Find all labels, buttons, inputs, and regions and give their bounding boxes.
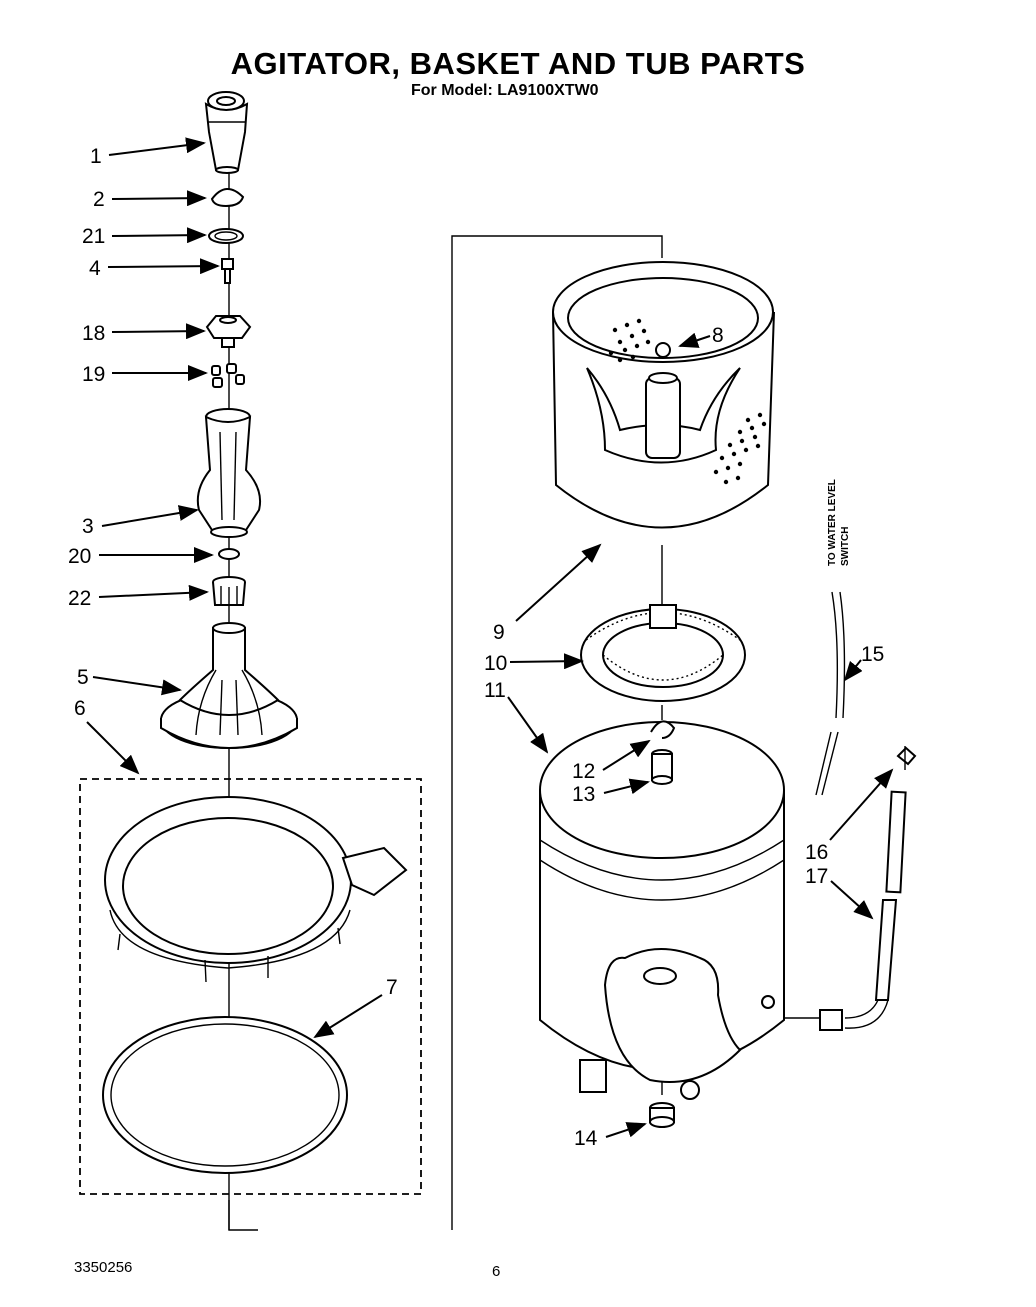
callout-3: 3 bbox=[82, 515, 94, 538]
part-clip bbox=[650, 720, 676, 739]
callout-6: 6 bbox=[74, 697, 86, 720]
part-gasket bbox=[102, 1016, 348, 1174]
part-coupling bbox=[212, 576, 246, 606]
part-agitator-cap bbox=[204, 91, 249, 174]
page-number: 6 bbox=[492, 1263, 501, 1280]
water-level-label-line2: SWITCH bbox=[840, 527, 851, 566]
part-drive-block bbox=[205, 315, 252, 348]
callout-12: 12 bbox=[572, 760, 595, 783]
part-hose bbox=[761, 746, 917, 1031]
part-plug bbox=[649, 1102, 675, 1128]
part-seal bbox=[218, 548, 240, 560]
part-dogs bbox=[211, 363, 245, 388]
callout-15: 15 bbox=[861, 643, 884, 666]
inset-box bbox=[79, 778, 422, 1195]
callout-10: 10 bbox=[484, 652, 507, 675]
leader-lines bbox=[86, 137, 894, 1138]
callout-5: 5 bbox=[77, 666, 89, 689]
part-basket bbox=[552, 261, 775, 529]
callout-21: 21 bbox=[82, 225, 105, 248]
callout-17: 17 bbox=[805, 865, 828, 888]
page-title: AGITATOR, BASKET AND TUB PARTS bbox=[230, 46, 806, 81]
basket-tub-assembly bbox=[451, 235, 917, 1230]
part-basket-ring bbox=[104, 796, 408, 983]
part-ring bbox=[208, 228, 244, 244]
callout-numbers: 1 2 21 4 18 19 3 20 22 5 6 7 8 9 10 11 1… bbox=[68, 145, 884, 1150]
basket-holes bbox=[608, 318, 767, 485]
callout-11: 11 bbox=[484, 679, 506, 702]
part-pressure-tube bbox=[815, 591, 846, 796]
part-cam bbox=[210, 188, 245, 208]
callout-9: 9 bbox=[493, 621, 505, 644]
part-outer-tub bbox=[539, 721, 785, 1100]
model-subtitle: For Model: LA9100XTW0 bbox=[411, 82, 599, 99]
water-level-label-line1: TO WATER LEVEL bbox=[827, 479, 838, 566]
callout-22: 22 bbox=[68, 587, 91, 610]
callout-4: 4 bbox=[89, 257, 101, 280]
part-agitator-base bbox=[160, 622, 298, 749]
agitator-assembly bbox=[79, 91, 422, 1231]
callout-16: 16 bbox=[805, 841, 828, 864]
water-level-label: TO WATER LEVEL SWITCH bbox=[827, 479, 851, 566]
callout-8: 8 bbox=[712, 324, 724, 347]
callout-18: 18 bbox=[82, 322, 105, 345]
callout-7: 7 bbox=[386, 976, 398, 999]
callout-1: 1 bbox=[90, 145, 102, 168]
part-agitator-barrel bbox=[196, 408, 262, 538]
document-number: 3350256 bbox=[74, 1259, 133, 1276]
callout-13: 13 bbox=[572, 783, 595, 806]
callout-19: 19 bbox=[82, 363, 105, 386]
part-drive-hub bbox=[580, 604, 746, 702]
part-bolt bbox=[221, 258, 234, 284]
callout-14: 14 bbox=[574, 1127, 598, 1150]
callout-20: 20 bbox=[68, 545, 91, 568]
part-bearing bbox=[651, 749, 673, 785]
callout-2: 2 bbox=[93, 188, 105, 211]
